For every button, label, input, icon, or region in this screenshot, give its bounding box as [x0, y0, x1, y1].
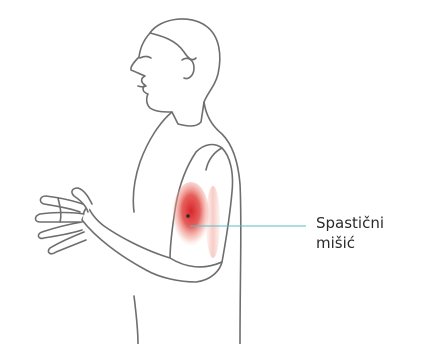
callout-label: Spastični mišić [316, 213, 384, 253]
callout-label-line-1: Spastični [316, 213, 384, 233]
callout-label-line-2: mišić [316, 233, 384, 253]
